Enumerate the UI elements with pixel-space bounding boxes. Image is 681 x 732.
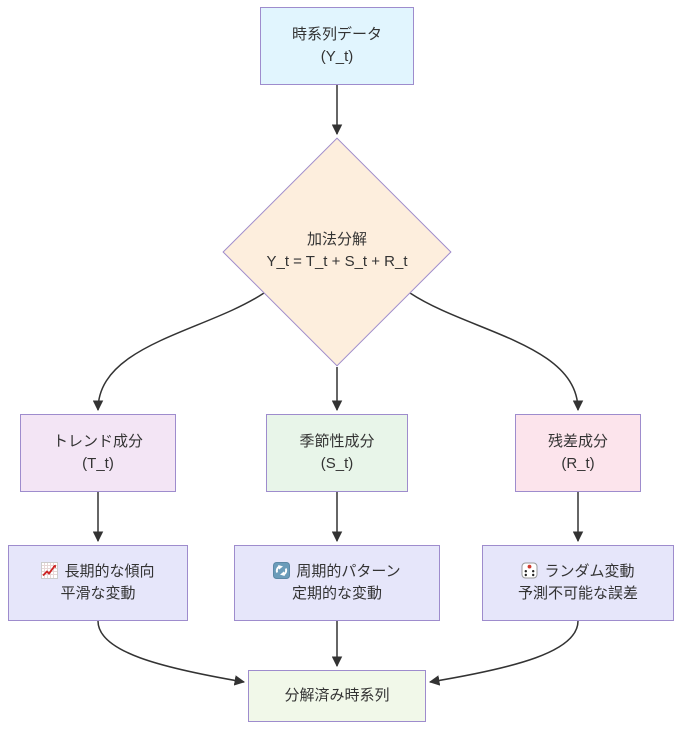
node-time-series-data: 時系列データ (Y_t) — [260, 7, 414, 85]
node-label: 周期的パターン — [296, 563, 401, 580]
node-sublabel: (T_t) — [82, 455, 114, 472]
edge-decomposition-trend — [92, 292, 265, 412]
node-seasonal-description: 周期的パターン 定期的な変動 — [234, 545, 440, 621]
node-label: 時系列データ — [291, 26, 382, 43]
chart-increasing-icon — [41, 562, 59, 579]
game-die-icon — [521, 562, 538, 579]
node-trend-description: 長期的な傾向 平滑な変動 — [8, 545, 188, 621]
node-sublabel: (R_t) — [561, 455, 595, 472]
node-residual-description: ランダム変動 予測不可能な誤差 — [482, 545, 674, 621]
node-label: ランダム変動 — [544, 563, 635, 580]
node-sublabel: 予測不可能な誤差 — [517, 585, 638, 602]
node-label: 加法分解 — [306, 231, 367, 248]
node-trend-component: トレンド成分 (T_t) — [20, 414, 176, 492]
node-label: 分解済み時系列 — [284, 687, 390, 704]
node-label: 季節性成分 — [299, 433, 375, 450]
node-decomposed-time-series: 分解済み時系列 — [248, 670, 426, 722]
edge-residualdesc-result — [428, 620, 579, 686]
node-residual-component: 残差成分 (R_t) — [515, 414, 641, 492]
node-sublabel: 平滑な変動 — [60, 585, 136, 602]
node-label-line: ランダム変動 — [521, 561, 635, 583]
counterclockwise-arrows-icon — [273, 562, 291, 579]
edge-trenddesc-result — [97, 620, 246, 686]
node-label-line: 周期的パターン — [273, 561, 401, 583]
node-additive-decomposition: 加法分解 Y_t = T_t + S_t + R_t — [227, 229, 447, 273]
node-sublabel: (S_t) — [320, 455, 354, 472]
node-label: 残差成分 — [547, 433, 608, 450]
node-label-line: 長期的な傾向 — [41, 561, 155, 583]
node-label: 長期的な傾向 — [64, 563, 155, 580]
node-formula: Y_t = T_t + S_t + R_t — [266, 253, 408, 270]
node-sublabel: (Y_t) — [320, 48, 354, 65]
edge-decomposition-residual — [409, 292, 584, 412]
node-sublabel: 定期的な変動 — [291, 585, 382, 602]
node-label: トレンド成分 — [52, 433, 143, 450]
node-seasonal-component: 季節性成分 (S_t) — [266, 414, 408, 492]
